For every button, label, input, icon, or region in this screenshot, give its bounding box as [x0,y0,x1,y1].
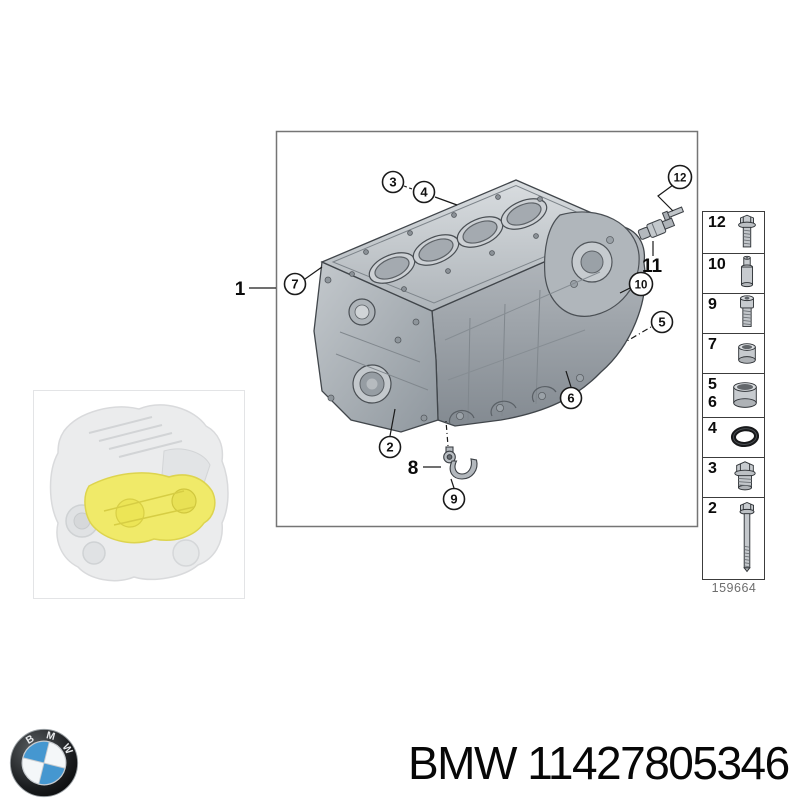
flange-bolt-icon [738,214,756,248]
legend-item-4: 4 [703,418,764,458]
svg-text:7: 7 [291,277,298,292]
engine-block-illustration [313,179,646,433]
callout-12: 12 [667,164,693,190]
legend-item-7: 7 [703,334,764,374]
knock-sensor-part [637,206,685,240]
svg-text:6: 6 [567,391,574,406]
circled-callouts: 2 3 4 5 6 7 9 10 12 [283,164,693,511]
legend-label: 7 [708,336,717,353]
callout-4: 4 [412,180,436,204]
legend-label: 12 [708,214,726,231]
svg-text:2: 2 [386,440,393,455]
diagram-frame [275,130,699,528]
drain-plug-icon [734,461,756,491]
leader-lines [249,184,674,489]
svg-text:4: 4 [420,185,428,200]
legend-item-2: 2 [703,498,764,578]
long-hex-bolt-icon [739,501,755,573]
legend-label: 9 [708,296,717,313]
callout-10: 10 [628,271,654,297]
bmw-logo: B M W [9,728,79,798]
legend-item-5-6: 5 6 [703,374,764,418]
socket-head-screw-icon [740,295,754,327]
legend-label: 3 [708,460,717,477]
svg-text:5: 5 [658,315,665,330]
bushing-icon [738,343,756,364]
brand-part-number: BMW 11427805346 [408,737,790,789]
sensor-bolt [661,206,685,222]
o-ring-icon [730,426,760,448]
cylinder-bores [368,198,548,284]
engine-thumbnail [33,390,245,599]
plain-callouts: 1 8 11 [235,256,663,479]
callout-1: 1 [235,279,246,300]
callout-2: 2 [378,435,402,459]
svg-text:3: 3 [389,175,396,190]
callout-7: 7 [283,272,307,296]
dowel-sleeve-icon [740,255,754,288]
oil-jet-part [443,446,478,480]
callout-8: 8 [408,458,419,479]
deck-bolt-holes [349,194,543,292]
legend-label: 2 [708,500,717,517]
engine-thumbnail-art [49,404,229,582]
svg-text:9: 9 [450,492,457,507]
legend-item-3: 3 [703,458,764,498]
callout-3: 3 [381,170,405,194]
callout-9: 9 [442,487,466,511]
svg-text:10: 10 [635,280,648,292]
highlighted-parts [84,472,216,544]
bmw-logo-quadrants: B M W [21,730,74,786]
logo-letter-m: M [45,730,56,743]
legend-label: 5 [708,376,717,393]
callout-11: 11 [642,256,663,277]
legend-item-10: 10 [703,254,764,294]
sleeve-icon [733,382,757,408]
legend-label: 4 [708,420,717,437]
fastener-legend: 12 10 [702,211,765,580]
callout-5: 5 [650,310,674,334]
legend-label: 10 [708,256,726,273]
figure-number: 159664 [711,581,757,595]
callout-6: 6 [559,386,583,410]
legend-item-12: 12 [703,212,764,254]
svg-text:12: 12 [674,173,687,185]
legend-label: 6 [708,393,717,411]
legend-item-9: 9 [703,294,764,334]
